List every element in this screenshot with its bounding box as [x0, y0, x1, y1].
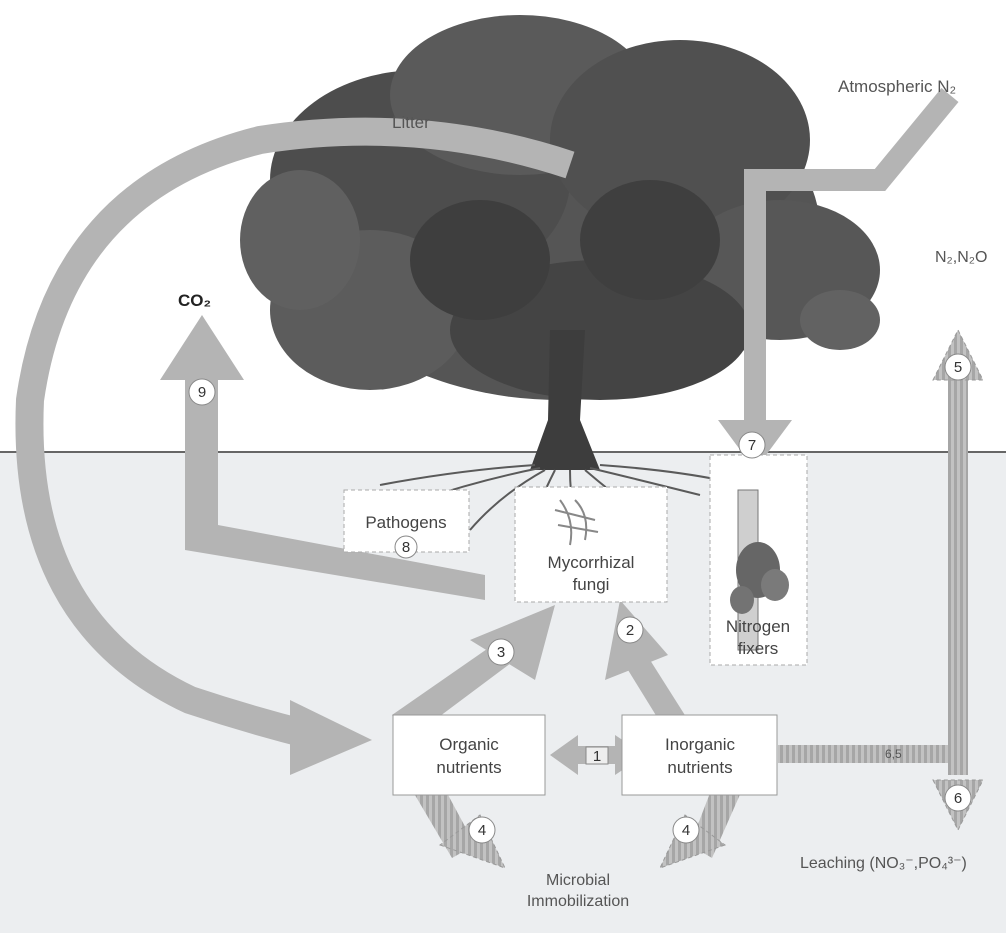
atmospheric-n2-label: Atmospheric N₂	[838, 77, 956, 96]
leaching-rate-label: 6,5	[885, 747, 902, 761]
litter-arrow	[15, 117, 575, 749]
microbial-label-line1: Microbial	[546, 872, 610, 889]
svg-text:5: 5	[954, 359, 962, 376]
organic-nutrients-label-line2: nutrients	[436, 758, 501, 777]
marker-4-right: 4	[672, 816, 700, 844]
pathogens-label: Pathogens	[365, 513, 446, 532]
mycorrhizal-label-line1: Mycorrhizal	[548, 553, 635, 572]
leaching-label: Leaching (NO₃⁻,PO₄³⁻)	[800, 855, 967, 872]
svg-text:6: 6	[954, 790, 962, 807]
marker-3: 3	[487, 638, 515, 666]
svg-text:7: 7	[748, 437, 756, 454]
co2-label: CO₂	[178, 291, 211, 310]
litter-label: Litter	[392, 113, 430, 132]
marker-6: 6	[944, 784, 972, 812]
n2-n2o-label: N₂,N₂O	[935, 249, 987, 266]
root-nodule-illustration	[730, 489, 789, 651]
tree-trunk	[530, 330, 600, 470]
marker-7: 7	[738, 431, 766, 459]
microbial-label-line2: Immobilization	[527, 893, 629, 910]
mycorrhizal-label-line2: fungi	[573, 575, 610, 594]
uptake-inorganic-arrow	[628, 660, 688, 730]
svg-text:3: 3	[497, 644, 505, 661]
mycorrhizal-box	[514, 486, 668, 603]
svg-text:1: 1	[593, 748, 601, 765]
svg-text:8: 8	[402, 539, 410, 556]
nitrogen-fixers-label-line2: fixers	[738, 639, 779, 658]
organic-nutrients-label-line1: Organic	[439, 735, 499, 754]
marker-2: 2	[616, 616, 644, 644]
marker-1: 1	[585, 746, 609, 765]
inorganic-nutrients-box	[621, 714, 778, 796]
co2-arrow	[185, 370, 485, 600]
co2-arrowhead	[160, 315, 244, 380]
immobilization-arrowhead-left	[438, 814, 506, 869]
inorganic-nutrients-label-line2: nutrients	[667, 758, 732, 777]
marker-5: 5	[944, 353, 972, 381]
inorganic-nutrients-label-line1: Inorganic	[665, 735, 735, 754]
uptake-organic-arrowhead	[470, 605, 555, 680]
organic-nutrients-box	[392, 714, 546, 796]
n2-fixation-arrow	[744, 88, 959, 420]
nitrogen-fixers-label-line1: Nitrogen	[726, 617, 790, 636]
svg-text:9: 9	[198, 384, 206, 401]
svg-text:4: 4	[478, 822, 486, 839]
gas-leach-column	[948, 375, 968, 775]
marker-8: 8	[394, 535, 418, 559]
marker-4-left: 4	[468, 816, 496, 844]
svg-text:2: 2	[626, 622, 634, 639]
marker-9: 9	[188, 378, 216, 406]
inorganic-to-loss-path	[778, 745, 950, 763]
exchange-arrowhead-left	[550, 735, 578, 775]
litter-arrowhead	[290, 700, 372, 775]
svg-text:4: 4	[682, 822, 690, 839]
fungi-illustration	[554, 499, 599, 546]
